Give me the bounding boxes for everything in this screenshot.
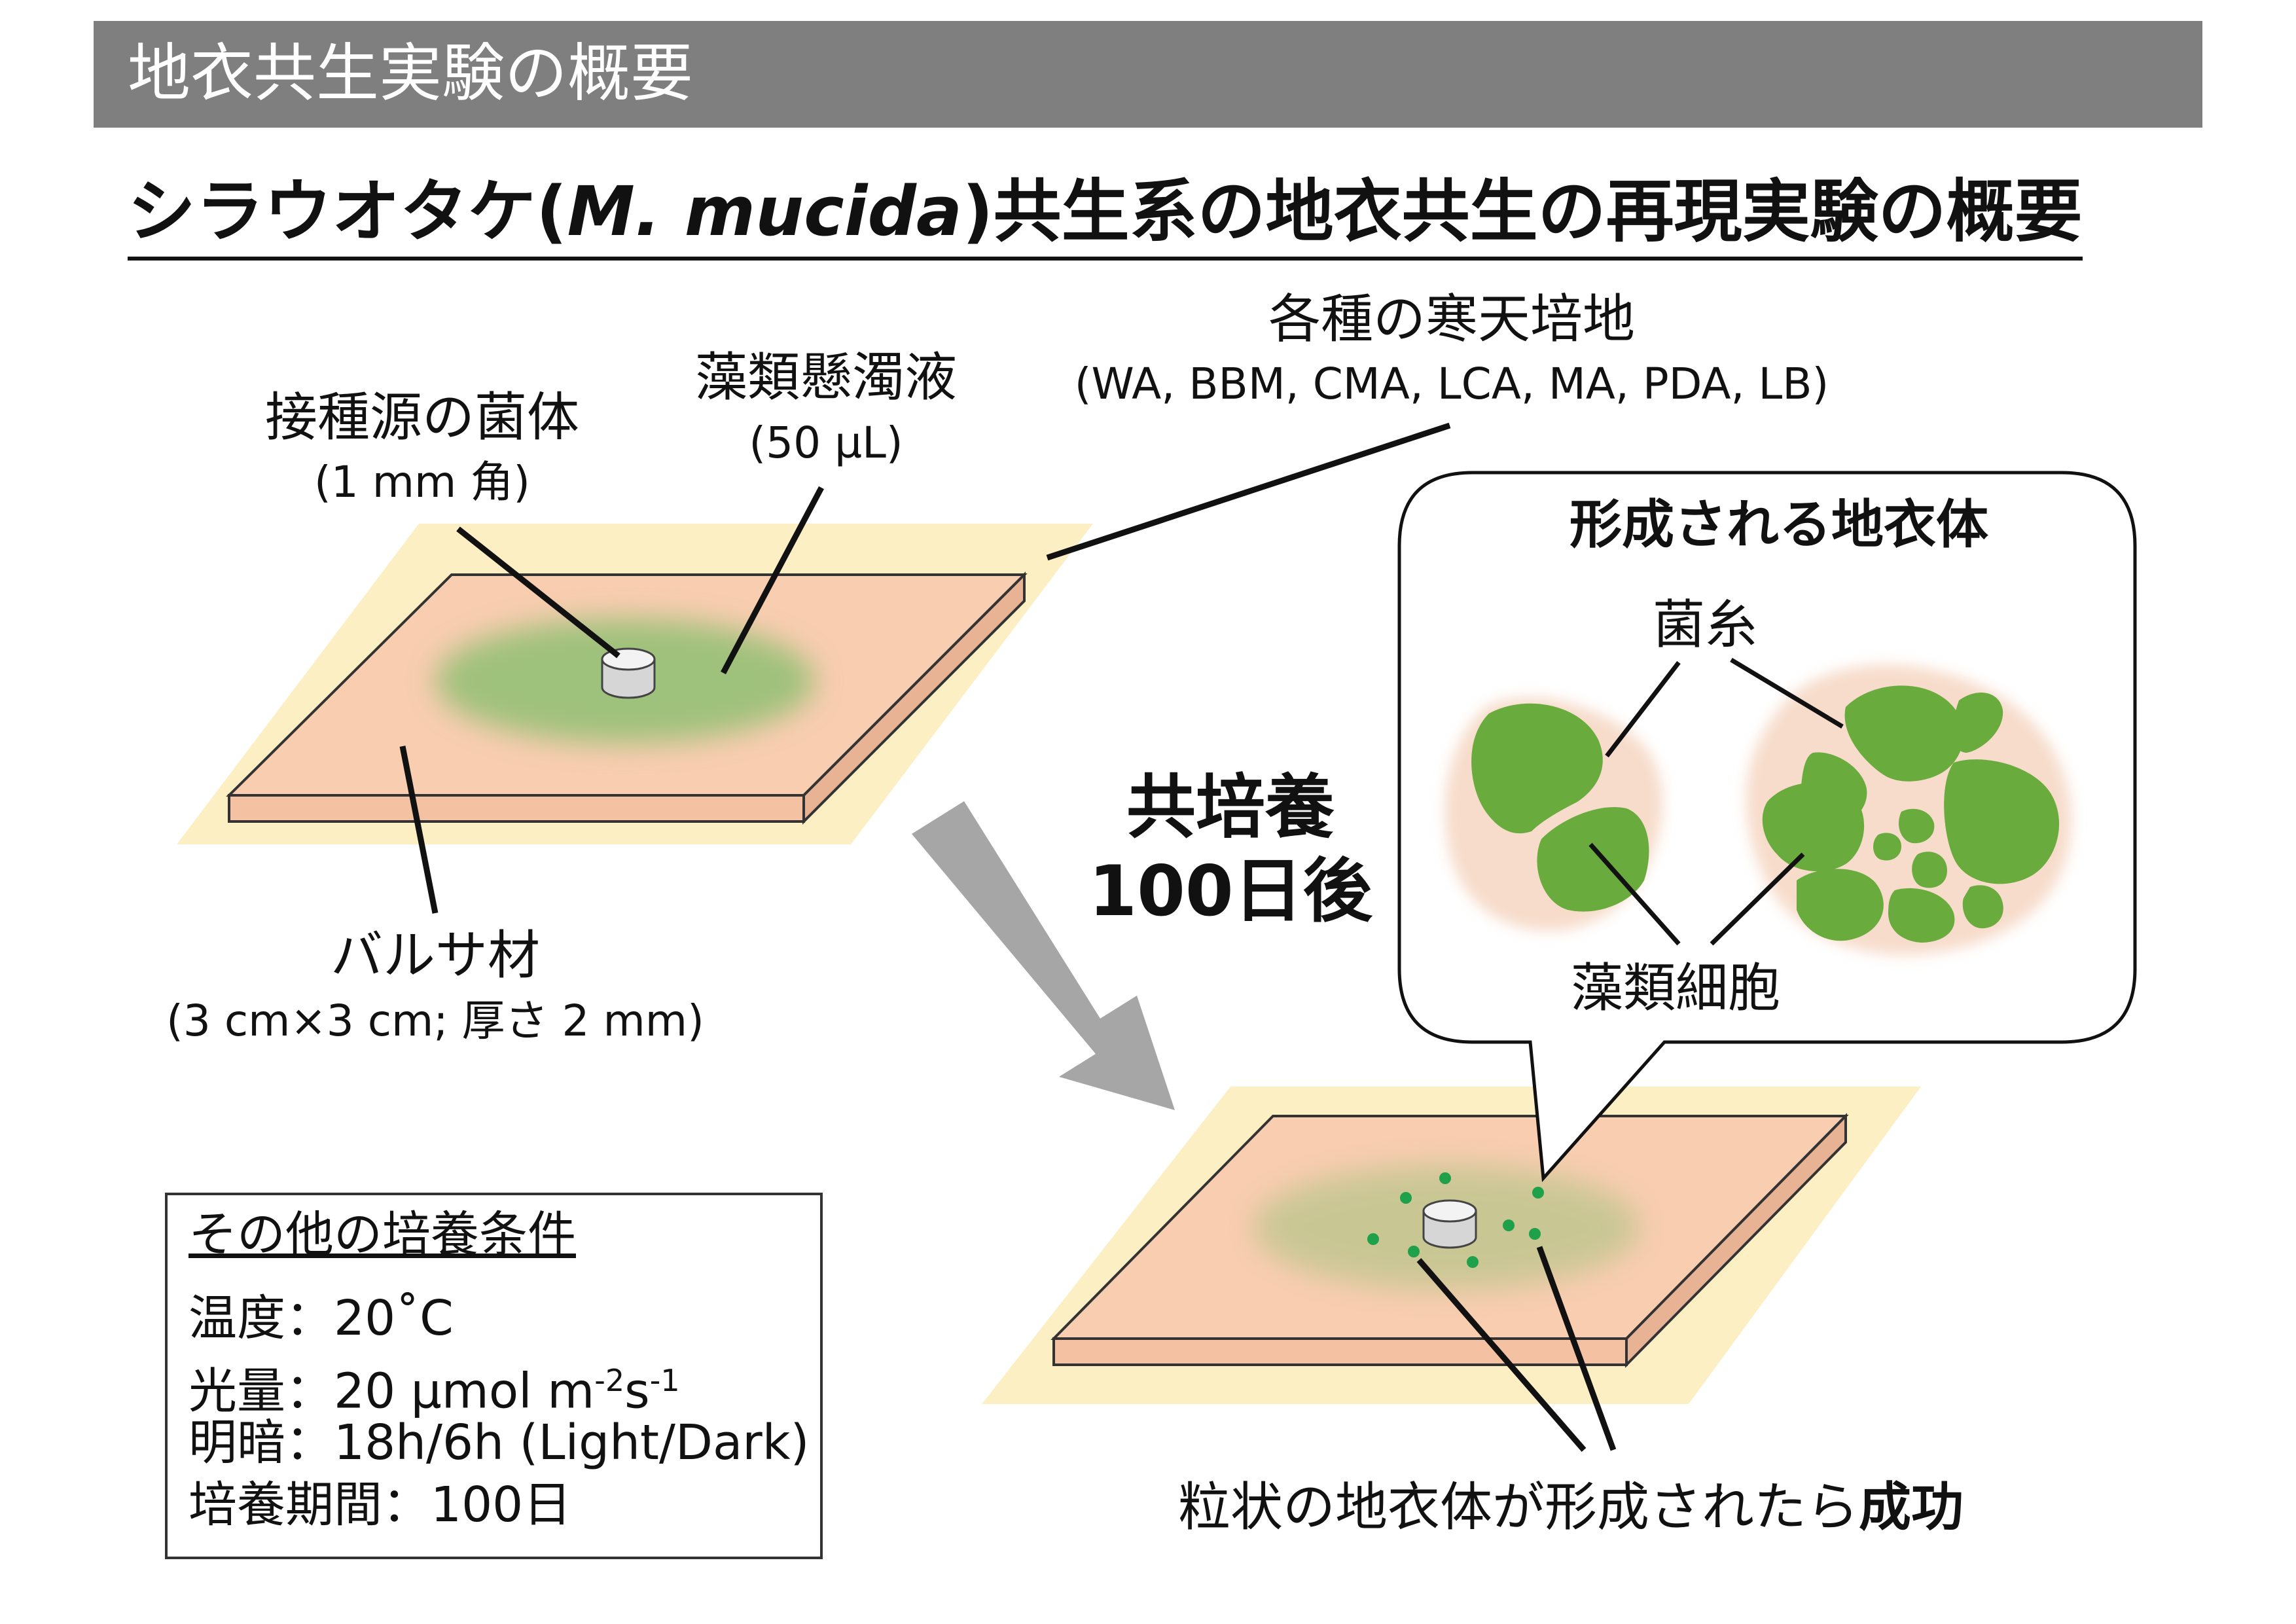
balsa-front-right (1052, 1337, 1628, 1366)
main-title-after: )共生系の地衣共生の再現実験の概要 (962, 171, 2083, 251)
cocultivation-label: 共培養 100日後 (1088, 766, 1372, 933)
label-inoculum: 接種源の菌体 (265, 387, 579, 448)
main-title: シラウオタケ(M. mucida)共生系の地衣共生の再現実験の概要 (128, 169, 2083, 261)
label-balsa: バルサ材 (331, 925, 540, 986)
leader-hyphae-2 (1730, 657, 1844, 729)
leader-algal-cell-1 (1588, 842, 1681, 946)
leader-success-2 (1536, 1246, 1617, 1451)
lichen-granule-large (1746, 664, 2072, 955)
lichen-granules (1367, 1172, 1544, 1268)
conditions-title: その他の培養条件 (188, 1206, 576, 1263)
success-bold: 成功 (1859, 1477, 1964, 1538)
condition-light-exp1: -2 (594, 1363, 625, 1398)
leader-agar (1046, 422, 1451, 561)
leader-algae (721, 486, 824, 675)
condition-photoperiod: 明暗：18h/6h (Light/Dark) (188, 1415, 810, 1471)
condition-light: 光量：20 µmol m-2s-1 (188, 1350, 680, 1422)
inoculum-block-left (601, 647, 656, 699)
label-agar-list: (WA, BBM, CMA, LCA, MA, PDA, LB) (1074, 359, 1829, 409)
leader-balsa (399, 746, 439, 914)
balsa-front-left (228, 794, 805, 823)
success-text: 粒状の地衣体が形成されたら (1178, 1477, 1859, 1538)
label-hyphae: 菌糸 (1653, 594, 1757, 655)
header-bar (94, 21, 2202, 128)
balsa-side-right (1625, 1113, 1847, 1368)
label-balsa-size: (3 cm×3 cm; 厚さ 2 mm) (166, 996, 704, 1046)
leader-hyphae-1 (1605, 660, 1681, 758)
label-agar-media: 各種の寒天培地 (1268, 289, 1635, 350)
condition-light-prefix: 光量：20 µmol m (188, 1363, 595, 1420)
condition-period: 培養期間：100日 (188, 1477, 572, 1533)
page-title: 地衣共生実験の概要 (128, 37, 693, 110)
lichen-granule-small (1444, 697, 1663, 931)
main-title-species: M. mucida (567, 171, 963, 251)
conditions-box (165, 1193, 823, 1559)
success-criterion: 粒状の地衣体が形成されたら成功 (1178, 1475, 1964, 1540)
label-algal-cells: 藻類細胞 (1571, 958, 1780, 1019)
condition-light-s: s (624, 1363, 650, 1420)
leader-inoculum (456, 526, 620, 659)
inoculum-block-right (1422, 1199, 1477, 1249)
cocultivation-line1: 共培養 (1126, 767, 1335, 848)
progress-arrow (912, 801, 1175, 1110)
label-algae-volume: (50 µL) (749, 418, 903, 468)
condition-temperature: 温度：20˚C (188, 1290, 454, 1346)
leader-success-1 (1416, 1258, 1587, 1452)
leader-algal-cell-2 (1710, 852, 1805, 946)
condition-light-exp2: -1 (649, 1363, 680, 1398)
lichen-title: 形成される地衣体 (1570, 494, 1988, 555)
cocultivation-line2: 100日後 (1088, 851, 1372, 931)
label-inoculum-size: (1 mm 角) (314, 457, 531, 507)
label-algae-suspension: 藻類懸濁液 (695, 347, 957, 408)
balsa-side-left (802, 571, 1026, 825)
main-title-before: シラウオタケ( (128, 171, 567, 251)
